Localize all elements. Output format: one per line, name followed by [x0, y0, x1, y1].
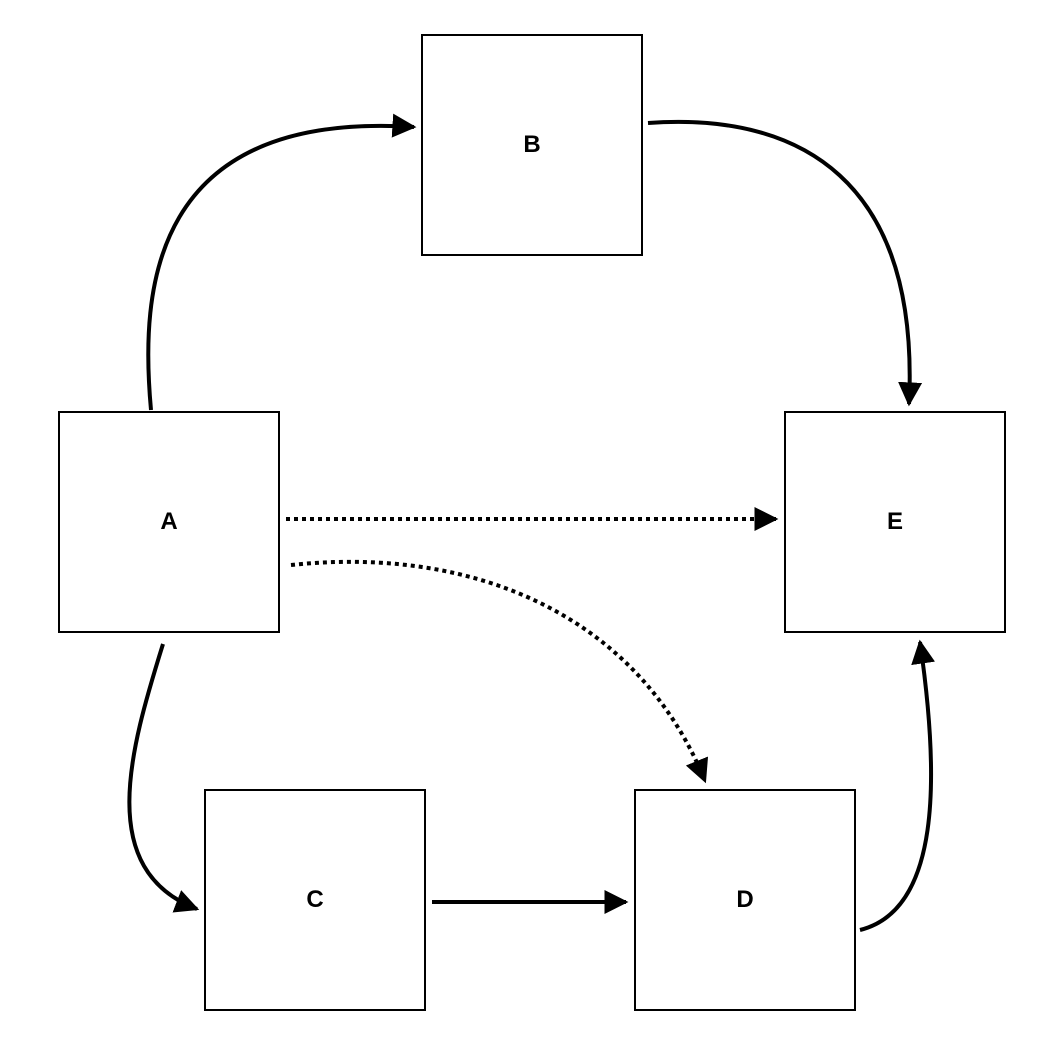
node-c-label: C: [306, 886, 324, 913]
node-b-label: B: [523, 131, 541, 158]
node-e[interactable]: E: [784, 411, 1006, 633]
edge-a-to-d-dotted: [290, 559, 709, 784]
node-d-label: D: [736, 886, 754, 913]
node-d[interactable]: D: [634, 789, 856, 1011]
node-c[interactable]: C: [204, 789, 426, 1011]
node-a-label: A: [160, 508, 178, 535]
edge-a-to-b: [146, 113, 417, 411]
edge-b-to-e: [647, 119, 923, 407]
edge-a-to-c: [127, 643, 200, 913]
node-e-label: E: [886, 508, 903, 535]
node-a[interactable]: A: [58, 411, 280, 633]
node-b[interactable]: B: [421, 34, 643, 256]
edge-d-to-e: [859, 639, 935, 932]
